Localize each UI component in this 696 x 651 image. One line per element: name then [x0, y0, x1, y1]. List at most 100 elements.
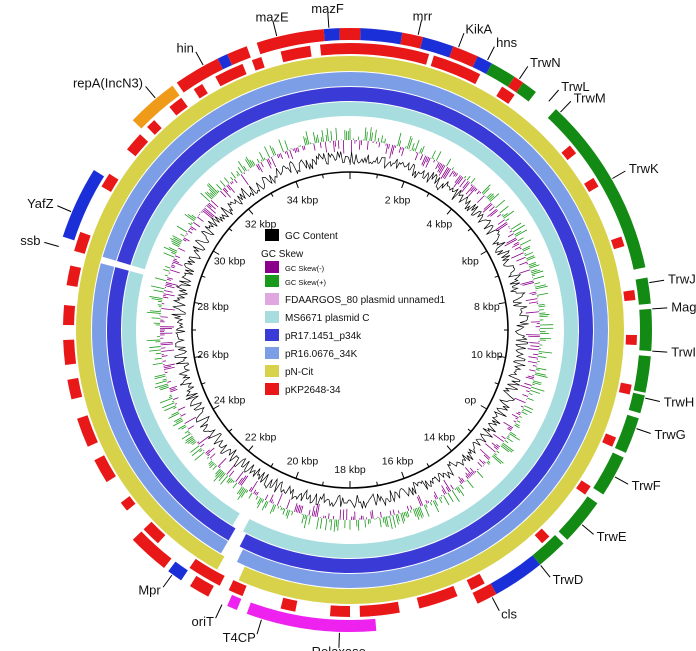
gc-skew-spike — [295, 505, 299, 513]
gc-skew-spike — [209, 192, 215, 198]
ring-pKP2648-segment-30 — [147, 120, 162, 135]
gc-skew-spike — [438, 164, 444, 173]
gc-skew-spike — [468, 187, 477, 197]
gene-label-maze: mazE — [255, 10, 289, 25]
legend-label: GC Skew — [261, 249, 304, 260]
gene-label-hin: hin — [177, 40, 194, 55]
gc-skew-spike — [159, 385, 169, 389]
gc-skew-spike — [188, 228, 190, 231]
gc-skew-spike — [171, 263, 174, 265]
gc-skew-spike — [462, 181, 469, 189]
gc-skew-spike — [152, 362, 163, 366]
gc-skew-spike — [490, 210, 498, 217]
gc-skew-spike — [364, 127, 367, 141]
kbp-label: 22 kbp — [245, 431, 277, 443]
gc-skew-spike — [161, 308, 175, 311]
gc-skew-spike — [298, 505, 302, 514]
gc-skew-spike — [515, 229, 528, 237]
gc-skew-spike — [160, 386, 169, 391]
gc-skew-spike — [382, 517, 385, 524]
gc-skew-spike — [520, 280, 534, 285]
gc-skew-spike — [166, 278, 171, 281]
kbp-tick — [467, 228, 472, 232]
gc-skew-spike — [529, 342, 540, 344]
gc-skew-spike — [186, 233, 188, 235]
gc-skew-spike — [191, 447, 202, 456]
gene-label-leader — [560, 100, 572, 113]
gc-skew-spike — [339, 509, 341, 520]
gc-skew-spike — [529, 369, 536, 372]
gc-skew-spike — [297, 504, 301, 513]
gc-skew-spike — [455, 173, 458, 177]
gc-skew-spike — [434, 499, 439, 506]
ring-pKP2648-segment-9 — [602, 433, 617, 447]
cds-cds_outer_green-9 — [558, 496, 598, 540]
gc-skew-spike — [539, 315, 548, 318]
gc-skew-spike — [173, 417, 182, 422]
gc-skew-spike — [364, 519, 366, 528]
gc-skew-spike — [197, 216, 204, 222]
gc-skew-spike — [417, 507, 423, 519]
gc-skew-spike — [308, 509, 311, 516]
gc-skew-spike — [163, 252, 175, 258]
gc-skew-spike — [154, 383, 168, 389]
gc-skew-spike — [198, 435, 210, 445]
gc-skew-spike — [459, 179, 466, 188]
gc-skew-spike — [285, 509, 289, 517]
gc-skew-spike — [199, 214, 201, 216]
gc-skew-spike — [212, 465, 218, 470]
gc-skew-spike — [316, 503, 320, 518]
gc-skew-spike — [218, 473, 226, 482]
gc-skew-spike — [184, 213, 195, 222]
gc-skew-spike — [181, 433, 191, 440]
cds-feature-ring — [62, 28, 652, 632]
gc-skew-spike — [154, 375, 166, 380]
gc-skew-spike — [210, 200, 219, 208]
gc-skew-spike — [529, 264, 540, 269]
gc-skew-spike — [314, 504, 319, 517]
gc-skew-spike — [522, 247, 531, 252]
gc-skew-spike — [326, 128, 329, 142]
gc-skew-spike — [530, 345, 540, 347]
gc-skew-spike — [538, 351, 553, 354]
gc-skew-spike — [194, 451, 205, 461]
gc-skew-spike — [219, 180, 226, 187]
cds-cds_outer_green-10 — [532, 535, 564, 565]
gc-skew-spike — [518, 411, 521, 414]
gc-skew-spike — [526, 255, 535, 260]
gc-skew-spike — [206, 447, 215, 455]
gc-skew-spike — [530, 389, 540, 394]
gc-skew-spike — [440, 496, 442, 499]
gc-skew-spike — [204, 207, 215, 217]
gene-label-leader — [645, 397, 660, 403]
gc-skew-spike — [503, 210, 515, 219]
ring-pKP2648-segment-12 — [466, 573, 485, 591]
ring-pKP2648-segment-29 — [126, 134, 149, 157]
gc-skew-spike — [406, 135, 412, 149]
gc-skew-spike — [433, 159, 436, 163]
kbp-tick — [376, 174, 378, 179]
gene-label-mrr: mrr — [413, 8, 433, 23]
gc-skew-spike — [515, 417, 518, 420]
ring-pR17-segment-1 — [107, 267, 236, 541]
gc-skew-spike — [528, 361, 538, 364]
gc-skew-spike — [173, 397, 179, 401]
kbp-tick — [194, 302, 202, 305]
ring-pKP2648-segment-32 — [193, 83, 208, 99]
gc-skew-spike — [455, 487, 461, 494]
gc-skew-spike — [269, 504, 275, 514]
gc-skew-spike — [173, 258, 177, 261]
gc-skew-spike — [401, 512, 406, 522]
gc-skew-spike — [187, 230, 193, 234]
gc-skew-spike — [303, 136, 307, 146]
gc-skew-spike — [256, 491, 259, 496]
gc-skew-spike — [535, 372, 546, 376]
gc-skew-spike — [497, 214, 501, 218]
cds-cds_outer_red-10 — [132, 531, 172, 568]
gc-skew-spike — [174, 255, 181, 259]
gc-skew-spike — [264, 494, 269, 501]
gc-skew-spike — [422, 156, 428, 167]
gc-skew-spike — [248, 492, 253, 499]
gc-skew-spike — [187, 214, 196, 220]
gc-skew-spike — [264, 501, 269, 509]
